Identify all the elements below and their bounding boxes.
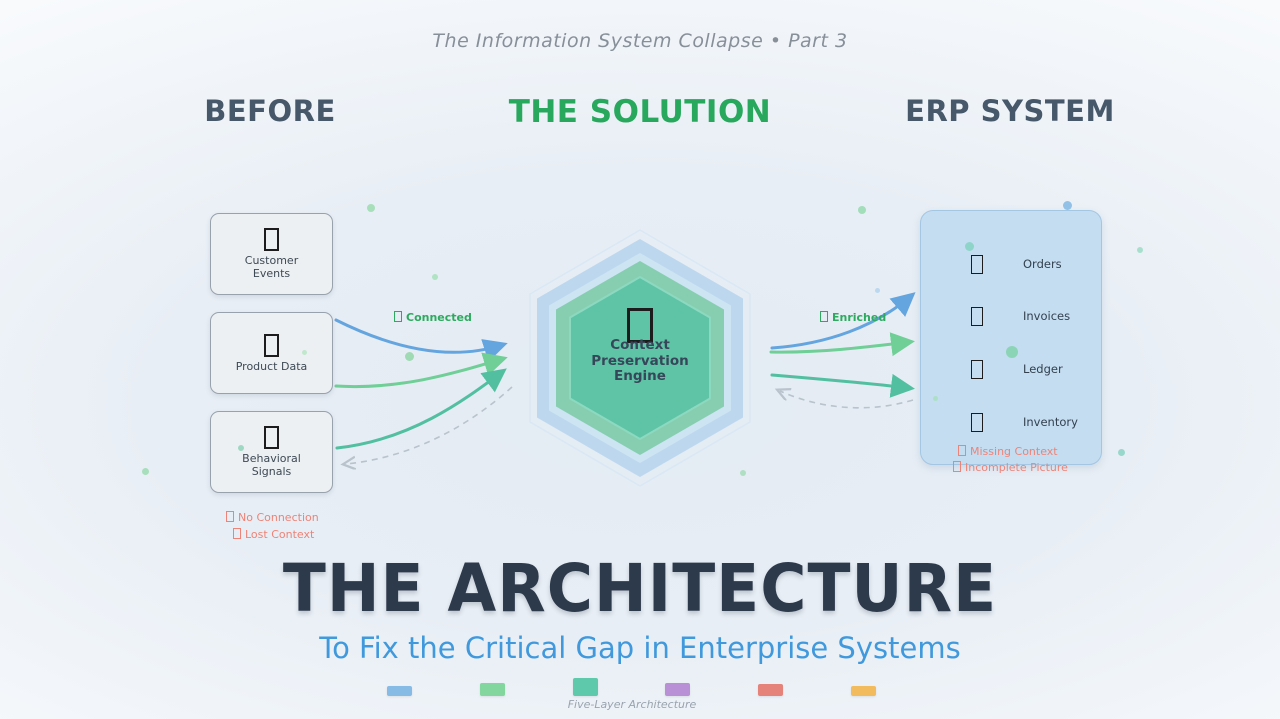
decor-dot bbox=[238, 445, 244, 451]
decor-dot bbox=[432, 274, 438, 280]
legend-swatch-green bbox=[479, 683, 505, 696]
decor-dot bbox=[858, 206, 866, 214]
decor-dot bbox=[875, 288, 880, 293]
source-label: Product Data bbox=[235, 359, 308, 373]
label-incomplete-picture: Incomplete Picture bbox=[953, 460, 1068, 474]
erp-panel: Orders Invoices Ledger Inventory bbox=[920, 210, 1102, 465]
erp-row-invoices: Invoices bbox=[921, 303, 1101, 329]
erp-row-ledger: Ledger bbox=[921, 356, 1101, 382]
decor-dot bbox=[1118, 449, 1125, 456]
erp-heading: ERP SYSTEM bbox=[905, 94, 1115, 128]
arrow-customer-to-engine bbox=[334, 318, 508, 362]
engine-missing-glyph-icon bbox=[627, 308, 653, 343]
legend-swatch-teal bbox=[572, 678, 598, 696]
label-enriched: Enriched bbox=[820, 310, 886, 324]
label-connected: Connected bbox=[394, 310, 472, 324]
invoices-icon bbox=[971, 306, 983, 326]
ledger-icon bbox=[971, 359, 983, 379]
arrow-behavioral-to-engine bbox=[335, 368, 507, 450]
legend-swatch-orange bbox=[850, 686, 876, 696]
decor-dot bbox=[405, 352, 414, 361]
source-label: Customer Events bbox=[244, 254, 299, 280]
decor-dot bbox=[740, 470, 746, 476]
source-box-customer-events: Customer Events bbox=[210, 213, 333, 295]
label-no-connection: No Connection bbox=[226, 510, 319, 524]
decor-dot bbox=[933, 396, 938, 401]
eyebrow-title: The Information System Collapse • Part 3 bbox=[432, 30, 848, 52]
engine-title: Context Preservation Engine bbox=[591, 337, 689, 384]
decor-dot bbox=[1063, 201, 1072, 210]
legend-label: Five-Layer Architecture bbox=[567, 698, 697, 711]
layer-legend bbox=[387, 678, 876, 696]
puzzle-icon bbox=[953, 461, 961, 472]
arrow-product-to-engine bbox=[334, 352, 508, 389]
arrow-lost-context-return bbox=[346, 386, 513, 464]
source-box-behavioral-signals: Behavioral Signals bbox=[210, 411, 333, 493]
missing-glyph-icon bbox=[264, 426, 279, 449]
decor-dot bbox=[1137, 247, 1143, 253]
architecture-title: THE ARCHITECTURE bbox=[282, 550, 998, 627]
missing-glyph-icon bbox=[264, 228, 279, 251]
legend-swatch-blue bbox=[387, 686, 412, 696]
missing-glyph-icon bbox=[264, 333, 279, 357]
legend-swatch-red bbox=[758, 684, 784, 696]
decor-dot bbox=[1006, 346, 1018, 358]
warning-icon bbox=[958, 445, 966, 456]
orders-icon bbox=[971, 254, 983, 274]
arrow-engine-to-orders bbox=[770, 292, 916, 350]
erp-item-label: Inventory bbox=[1023, 415, 1078, 429]
architecture-subtitle: To Fix the Critical Gap in Enterprise Sy… bbox=[319, 631, 961, 665]
legend-swatch-purple bbox=[665, 683, 691, 696]
label-missing-context: Missing Context bbox=[958, 444, 1058, 458]
decor-dot bbox=[965, 242, 974, 251]
arrow-engine-to-invoices bbox=[769, 332, 915, 357]
solution-heading: THE SOLUTION bbox=[508, 94, 772, 130]
sparkle-icon bbox=[820, 311, 828, 322]
source-label: Behavioral Signals bbox=[242, 452, 301, 478]
before-heading: BEFORE bbox=[204, 94, 336, 128]
erp-item-label: Invoices bbox=[1023, 309, 1071, 323]
erp-item-label: Orders bbox=[1023, 257, 1062, 271]
decor-dot bbox=[142, 468, 149, 475]
arrow-missing-context-return bbox=[780, 391, 914, 409]
source-box-product-data: Product Data bbox=[210, 312, 333, 394]
label-lost-context: Lost Context bbox=[233, 527, 314, 541]
erp-item-label: Ledger bbox=[1023, 362, 1063, 376]
cross-icon bbox=[226, 511, 234, 522]
arrow-engine-to-ledger bbox=[770, 373, 915, 398]
hexagon-stack bbox=[529, 229, 751, 487]
decor-dot bbox=[302, 350, 307, 355]
erp-row-orders: Orders bbox=[921, 251, 1101, 277]
inventory-icon bbox=[971, 412, 983, 432]
context-engine-hexagon: Context Preservation Engine bbox=[528, 228, 752, 488]
decor-dot bbox=[367, 204, 375, 212]
erp-row-inventory: Inventory bbox=[921, 409, 1101, 435]
link-icon bbox=[394, 311, 402, 322]
warning-icon bbox=[233, 528, 241, 539]
